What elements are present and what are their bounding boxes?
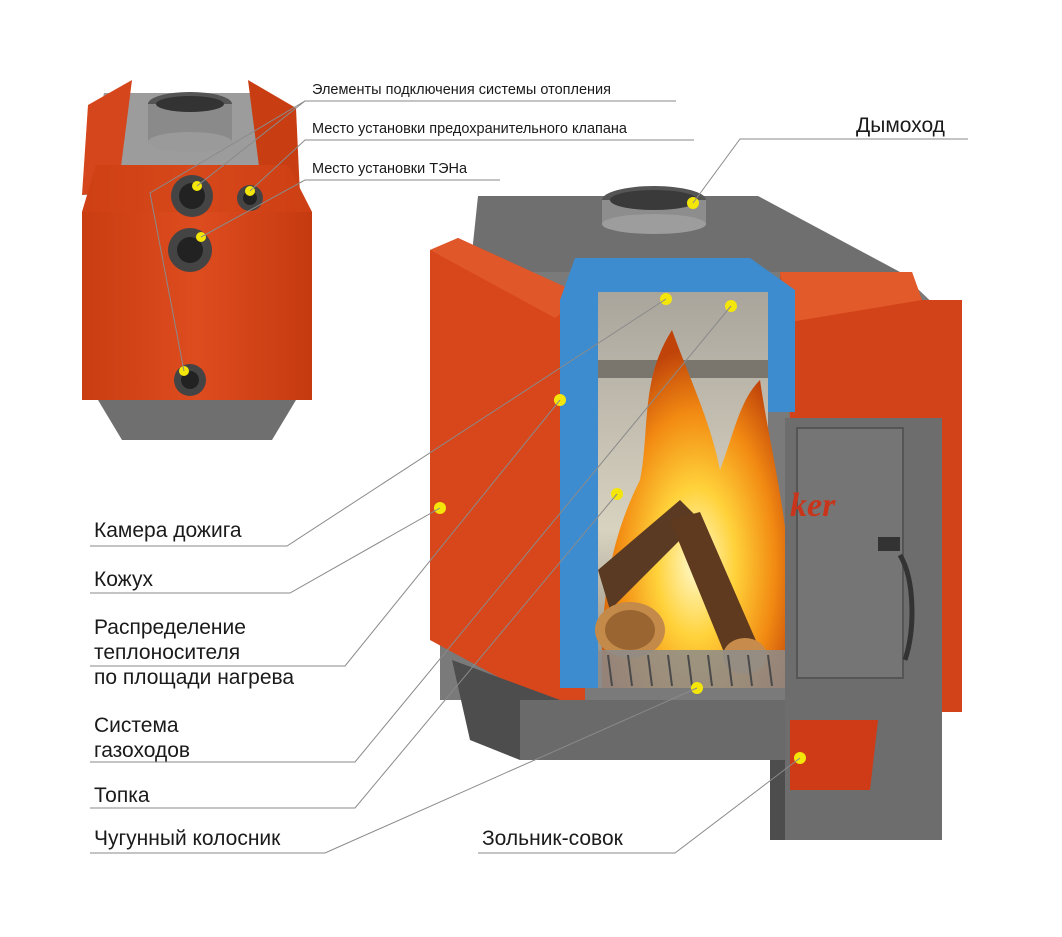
leader-lines <box>90 100 968 854</box>
label-casing: Кожух <box>94 568 153 591</box>
brand-logo-fragment: ker <box>790 487 836 524</box>
main-boiler: ker <box>430 186 962 840</box>
label-flue-line-1: Система <box>94 714 179 737</box>
label-heating-connections: Элементы подключения системы отопления <box>312 82 611 98</box>
label-chimney: Дымоход <box>856 114 945 137</box>
back-view-boiler <box>82 80 312 440</box>
label-coolant-line-1: Распределение <box>94 616 246 639</box>
label-coolant-distribution: Распределение теплоносителя по площади н… <box>94 615 294 690</box>
label-safety-valve: Место установки предохранительного клапа… <box>312 121 627 137</box>
label-afterburn-chamber: Камера дожига <box>94 519 242 542</box>
label-flue-line-2: газоходов <box>94 739 191 762</box>
label-coolant-line-2: теплоносителя <box>94 641 241 664</box>
label-coolant-line-3: по площади нагрева <box>94 666 295 689</box>
label-flue-system: Система газоходов <box>94 713 190 763</box>
label-grate: Чугунный колосник <box>94 827 281 850</box>
label-firebox: Топка <box>94 784 150 807</box>
label-ash-pan: Зольник-совок <box>482 827 623 850</box>
label-heater-place: Место установки ТЭНа <box>312 161 468 177</box>
